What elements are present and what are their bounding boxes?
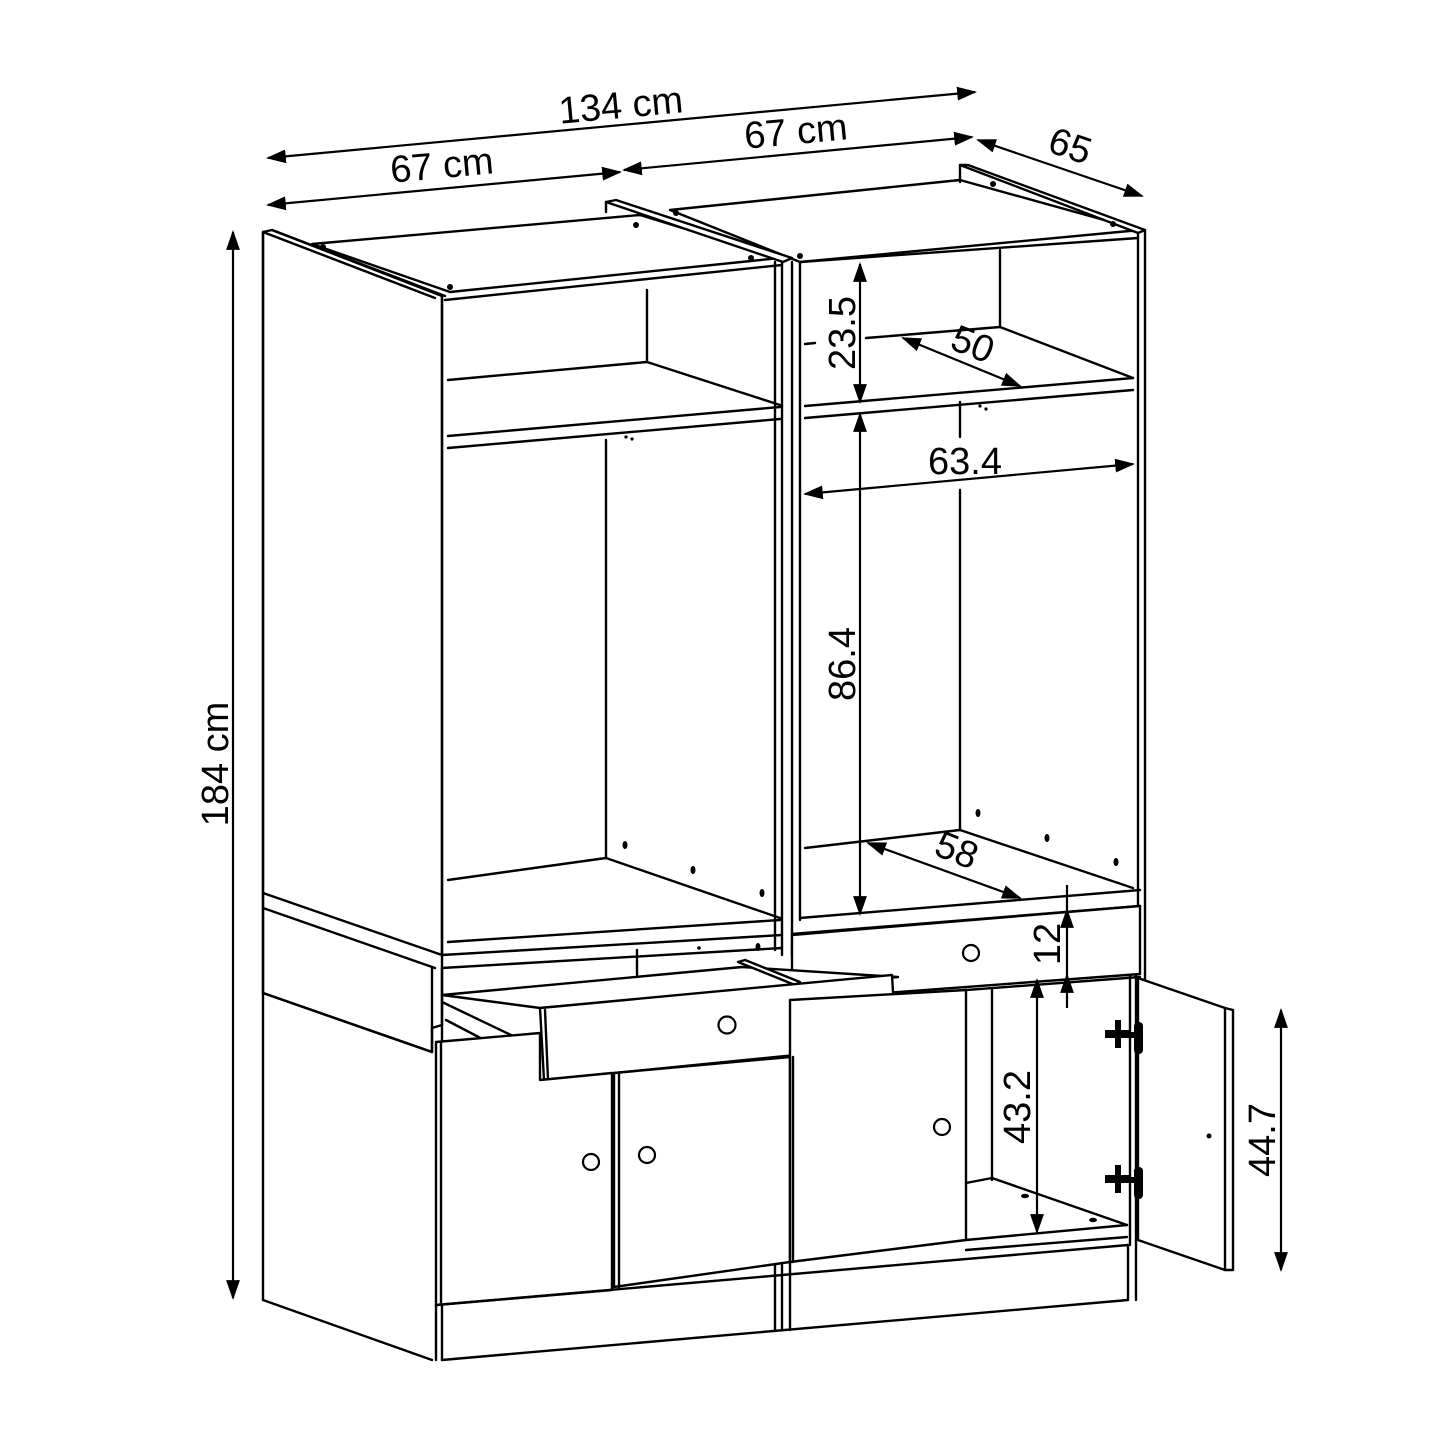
hinge-icon: [1105, 1020, 1143, 1054]
label-total-height: 184 cm: [195, 702, 237, 827]
dim-depth: [976, 138, 1144, 198]
dimension-labels: 134 cm 67 cm 67 cm 65 184 cm 23.5 50 63.…: [195, 79, 1284, 1177]
label-top-compartment: 23.5: [822, 296, 864, 370]
open-lower-door[interactable]: [1136, 976, 1235, 1272]
drawer-runner: [736, 958, 802, 987]
hinge-icon: [1105, 1165, 1143, 1199]
right-module: [604, 163, 1147, 1002]
label-hanging-height: 86.4: [822, 627, 864, 701]
left-drawer-knob: [717, 1015, 737, 1035]
left-side-panel: [261, 228, 444, 1054]
dim-bottom-depth: [866, 841, 1022, 900]
label-top-shelf-depth: 50: [945, 317, 1000, 372]
dim-total-width: [266, 86, 977, 164]
lower-section: [261, 230, 1235, 1362]
lower-door-2[interactable]: [612, 1055, 792, 1289]
dim-top-shelf-depth: [901, 336, 1022, 388]
label-right-width: 67 cm: [742, 106, 849, 157]
label-cabinet-inner-height: 43.2: [997, 1070, 1039, 1144]
dim-left-width: [266, 166, 622, 211]
dimension-lines: [226, 86, 1288, 1300]
left-module: [261, 208, 784, 1054]
right-drawer-knob: [961, 943, 981, 963]
label-door-height: 44.7: [1242, 1103, 1284, 1177]
dim-right-width: [622, 131, 974, 176]
lower-door-3-knob: [932, 1117, 952, 1137]
label-total-width: 134 cm: [557, 79, 685, 132]
label-hanging-width: 63.4: [928, 441, 1002, 483]
lower-door-1-knob: [581, 1152, 601, 1172]
lower-door-2-knob: [637, 1145, 657, 1165]
label-left-width: 67 cm: [388, 140, 495, 191]
label-drawer-height: 12: [1027, 923, 1069, 965]
